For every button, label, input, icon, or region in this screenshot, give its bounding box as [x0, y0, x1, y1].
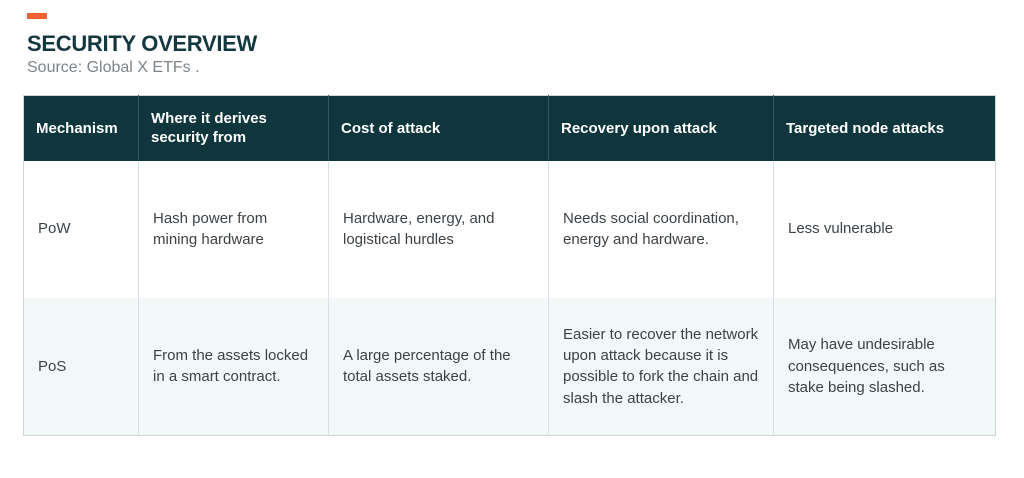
- column-header-cost-of-attack: Cost of attack: [328, 95, 549, 161]
- column-header-recovery: Recovery upon attack: [548, 95, 774, 161]
- table-row-pow: PoW Hash power from mining hardware Hard…: [23, 160, 996, 298]
- cell-pow-targeted: Less vulnerable: [773, 160, 996, 298]
- cell-pos-recovery: Easier to recover the network upon attac…: [548, 297, 774, 436]
- accent-bar: [27, 13, 47, 19]
- header-row: Mechanism Where it derives security from…: [23, 95, 996, 161]
- column-header-security-source: Where it derives security from: [138, 95, 329, 161]
- cell-pow-security-source: Hash power from mining hardware: [138, 160, 329, 298]
- cell-pow-recovery: Needs social coordination, energy and ha…: [548, 160, 774, 298]
- cell-pos-mechanism: PoS: [23, 297, 139, 436]
- cell-pow-mechanism: PoW: [23, 160, 139, 298]
- table-row-pos: PoS From the assets locked in a smart co…: [23, 297, 996, 436]
- cell-pos-targeted: May have undesirable consequences, such …: [773, 297, 996, 436]
- cell-pow-cost: Hardware, energy, and logistical hurdles: [328, 160, 549, 298]
- source-line: Source: Global X ETFs .: [27, 59, 200, 76]
- column-header-targeted-node-attacks: Targeted node attacks: [773, 95, 996, 161]
- cell-pos-cost: A large percentage of the total assets s…: [328, 297, 549, 436]
- page-title: SECURITY OVERVIEW: [27, 31, 258, 56]
- security-comparison-table: Mechanism Where it derives security from…: [23, 95, 996, 436]
- cell-pos-security-source: From the assets locked in a smart contra…: [138, 297, 329, 436]
- column-header-mechanism: Mechanism: [23, 95, 139, 161]
